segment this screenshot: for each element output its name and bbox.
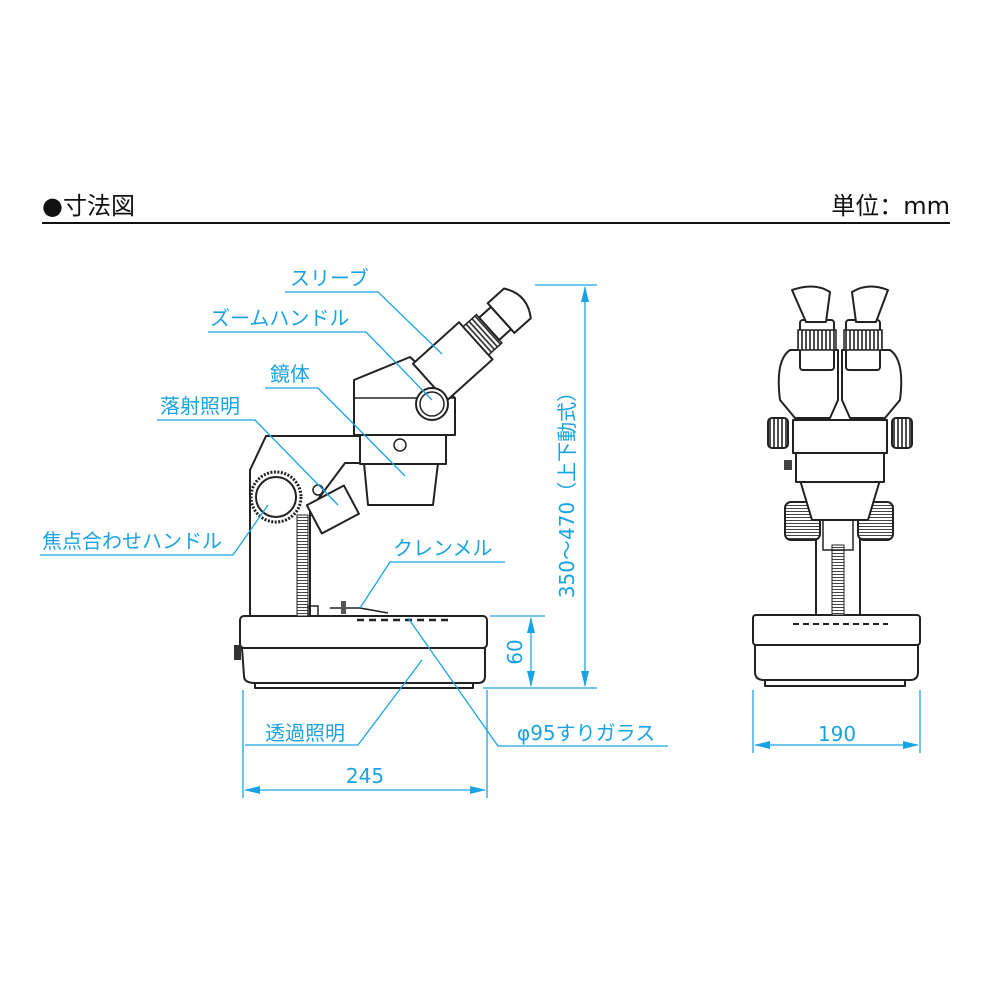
section-title: ●寸法図 (42, 192, 135, 220)
focus-knob (255, 476, 297, 518)
zoom-knob-inner (419, 391, 445, 417)
sleeve (411, 287, 532, 402)
front-body-upper (792, 419, 888, 454)
label-glass: φ95すりガラス (517, 721, 655, 745)
clamp-screw (341, 601, 346, 614)
base-knob (234, 645, 241, 660)
unit-label: 単位：mm (831, 192, 950, 220)
front-side-screw (784, 460, 792, 470)
body-screw (393, 438, 407, 452)
front-eyepiece-knurl-right (843, 329, 883, 351)
front-base-upper (752, 614, 921, 646)
label-transmitted-illumination: 透過照明 (265, 721, 345, 745)
leader-focus-handle (40, 504, 269, 556)
stop-knob (307, 605, 319, 617)
eyecup (486, 287, 532, 334)
front-body-lower (795, 451, 885, 483)
leader-body (265, 387, 406, 477)
width-dimension: 190 (818, 722, 856, 746)
rack (296, 514, 309, 617)
front-eyecup-right (851, 285, 889, 323)
front-zoom-knob-left (767, 417, 789, 449)
base-height-dimension: 60 (503, 639, 527, 664)
label-epi-illumination: 落射照明 (160, 394, 240, 418)
height-dimension: 350～470（上下動式） (555, 382, 579, 598)
front-view-microscope (752, 285, 921, 687)
label-body: 鏡体 (270, 362, 310, 386)
part-labels: スリーブ ズームハンドル 鏡体 落射照明 焦点合わせハンドル クレンメル 透過照… (40, 266, 668, 747)
leader-sleeve (285, 291, 443, 355)
zoom-knob (415, 387, 449, 421)
depth-dimension: 245 (346, 764, 384, 788)
front-eyecup-left (791, 285, 831, 323)
epi-light (305, 484, 360, 535)
base-height-arrows (527, 617, 535, 687)
dimension-lines: 350～470（上下動式） 60 245 190 (242, 284, 921, 798)
front-eyepiece-knurl-left (797, 329, 837, 351)
label-zoom-handle: ズームハンドル (210, 306, 349, 330)
base-foot (254, 682, 474, 689)
side-view-microscope (234, 287, 532, 689)
front-rack (831, 544, 845, 616)
label-clamp: クレンメル (393, 536, 492, 560)
leader-glass (407, 617, 668, 747)
label-sleeve: スリーブ (290, 266, 369, 290)
front-base-foot (764, 679, 906, 687)
clamp-arm (330, 607, 389, 614)
front-zoom-knob-right (891, 417, 913, 449)
leader-epi-illumination (157, 419, 339, 506)
objective-cone (363, 462, 439, 506)
leader-clamp (359, 561, 505, 609)
base-lower (241, 647, 486, 684)
label-focus-handle: 焦点合わせハンドル (42, 529, 222, 553)
leader-zoom-handle (208, 331, 433, 401)
leader-transmitted-illumination (245, 659, 423, 746)
front-objective-cone (799, 479, 881, 521)
front-base-lower (754, 644, 919, 681)
